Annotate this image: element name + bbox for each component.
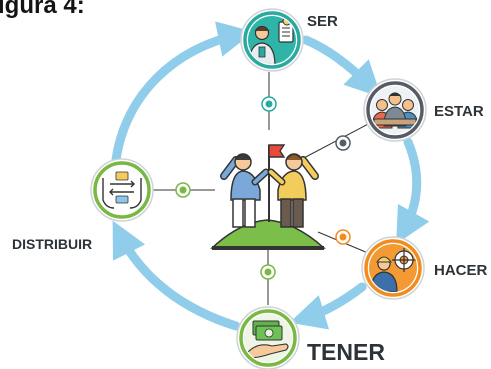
arrow-estar-to-hacer: [396, 137, 430, 245]
label-ser: SER: [307, 13, 338, 30]
connector-distribuir: [150, 182, 215, 198]
group-of-people-icon: [371, 92, 419, 129]
node-hacer: [361, 236, 425, 300]
arrow-tener-to-distribuir: [112, 220, 241, 331]
node-estar: [363, 78, 427, 142]
cycle-arrows: [111, 21, 430, 331]
connector-estar: [299, 121, 373, 161]
node-tener: [236, 306, 300, 369]
label-estar: ESTAR: [434, 103, 484, 120]
two-people-flag-summit-icon: [210, 144, 326, 250]
arrow-distribuir-to-ser: [111, 21, 254, 165]
money-in-hand-icon: [247, 320, 289, 359]
label-tener: TENER: [307, 339, 385, 365]
node-ser: [240, 8, 304, 72]
label-hacer: HACER: [434, 262, 488, 279]
label-distribuir: DISTRIBUIR: [12, 236, 93, 252]
connector-tener: [260, 250, 276, 305]
connector-ser: [261, 72, 277, 130]
figure-title: igura 4:: [0, 0, 85, 19]
node-distribuir: [90, 158, 154, 222]
arrow-hacer-to-tener: [289, 282, 367, 330]
exchange-hands-icon: [102, 171, 142, 209]
arrow-ser-to-estar: [301, 35, 382, 98]
connector-hacer: [317, 229, 369, 254]
